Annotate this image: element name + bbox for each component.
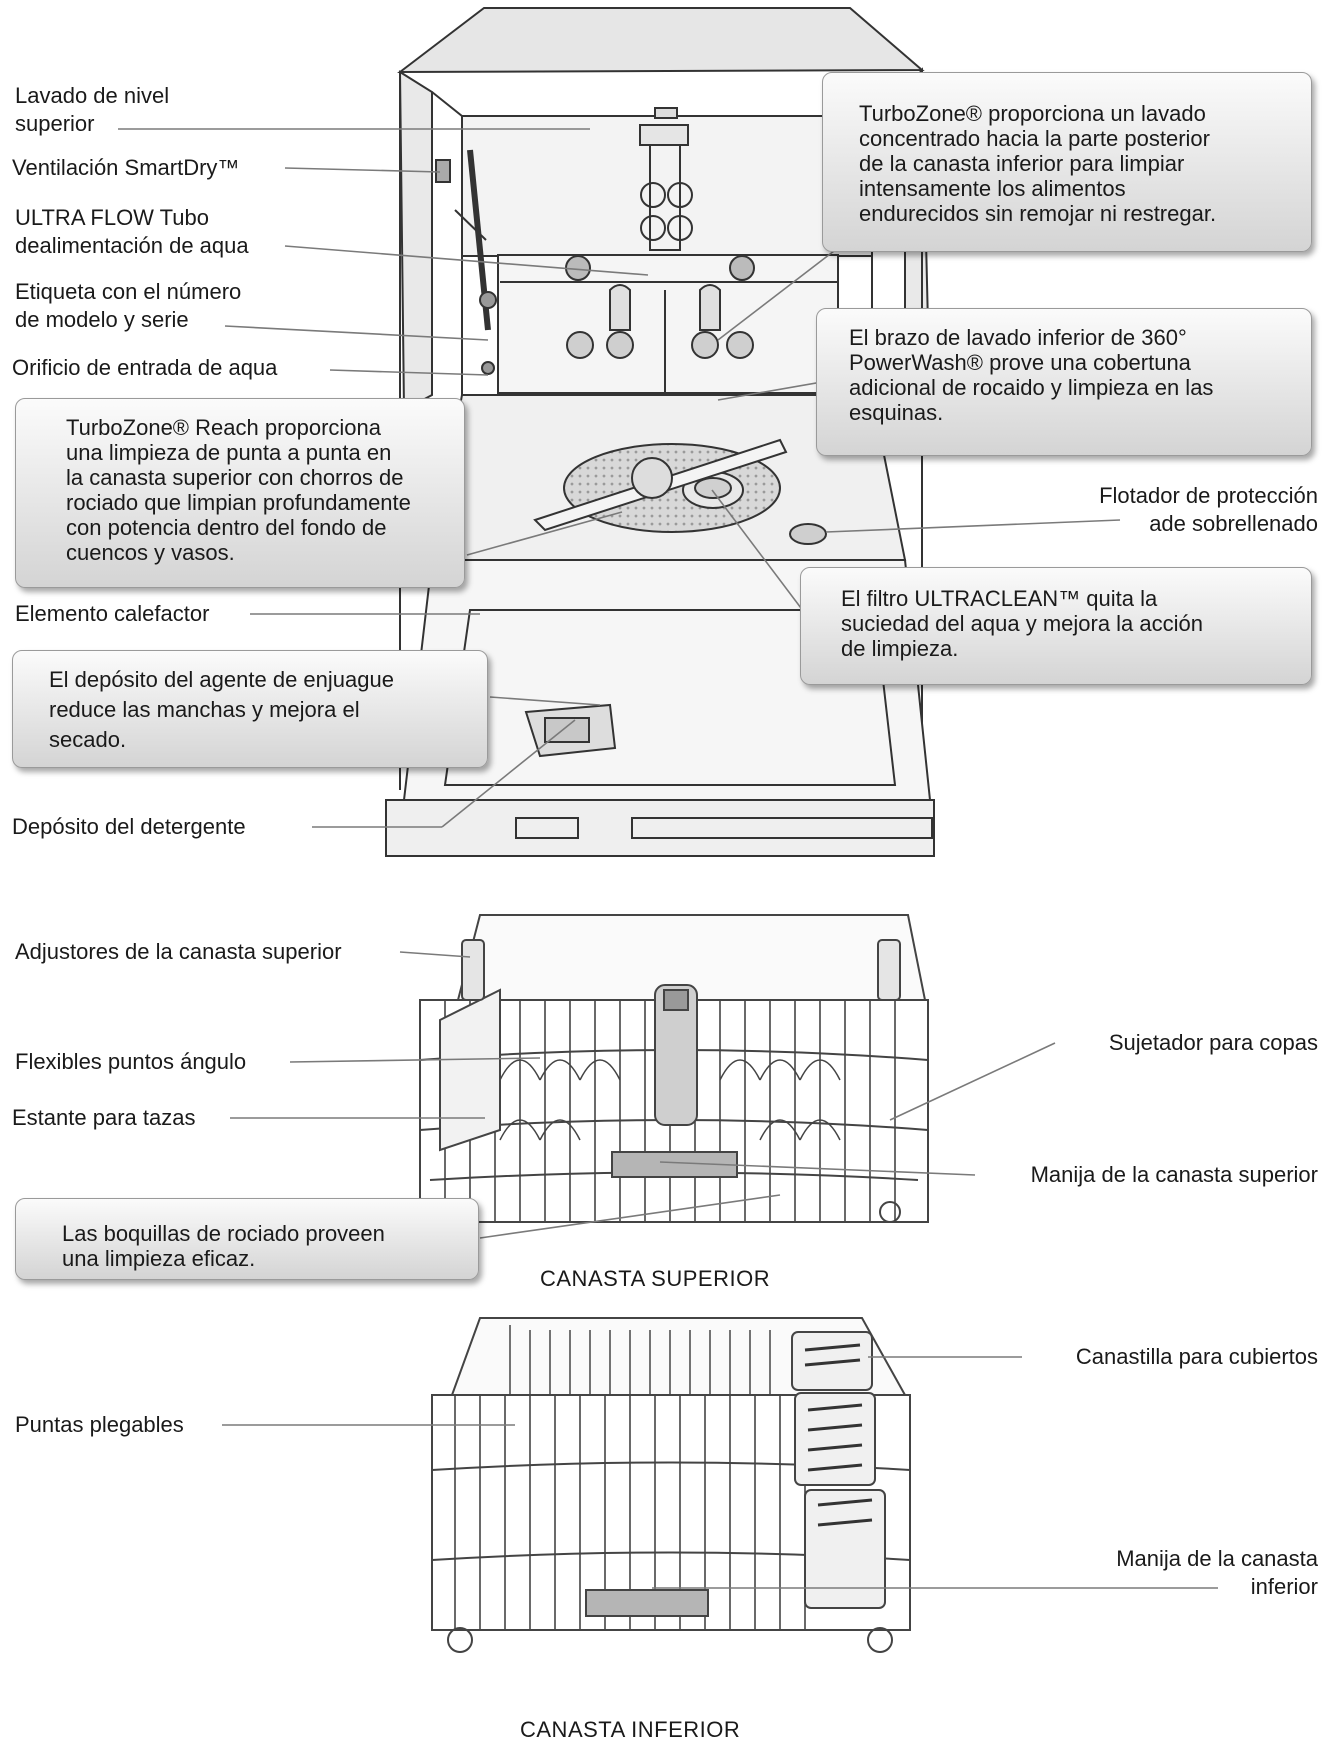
label-lavado-nivel-superior: Lavado de nivel superior [15, 83, 170, 136]
callout-boquillas: Las boquillas de rociado proveen una lim… [15, 1198, 479, 1280]
callout-brazo-lavado: El brazo de lavado inferior de 360° Powe… [816, 308, 1312, 456]
leader-lines [118, 128, 1218, 1589]
label-flotador: Flotador de protección ade sobrellenado [1099, 483, 1318, 536]
label-canastilla-cubiertos: Canastilla para cubiertos [1075, 1344, 1318, 1369]
label-ultra-flow-tubo: ULTRA FLOW Tubo dealimentación de aqua [15, 205, 249, 258]
upper-rack [419, 914, 929, 1223]
label-flexibles-puntos: Flexibles puntos ángulo [15, 1049, 247, 1074]
lower-rack [431, 1317, 911, 1653]
label-adjustores-canasta: Adjustores de la canasta superior [15, 939, 342, 964]
label-elemento-calefactor: Elemento calefactor [15, 601, 210, 626]
label-manija-superior: Manija de la canasta superior [1030, 1162, 1318, 1187]
callout-filtro-ultraclean: El filtro ULTRACLEAN™ quita la suciedad … [800, 567, 1312, 685]
caption-canasta-superior: CANASTA SUPERIOR [540, 1266, 771, 1291]
label-orificio-entrada: Orificio de entrada de aqua [12, 355, 278, 380]
label-puntas-plegables: Puntas plegables [15, 1412, 184, 1437]
callout-turbozone-reach: TurboZone® Reach proporciona una limpiez… [15, 398, 465, 588]
caption-canasta-inferior: CANASTA INFERIOR [520, 1717, 741, 1742]
callout-agente-enjuague: El depósito del agente de enjuague reduc… [12, 650, 488, 768]
label-estante-tazas: Estante para tazas [12, 1105, 196, 1130]
dishwasher-tub [385, 7, 935, 857]
callout-turbozone: TurboZone® proporciona un lavado concent… [822, 72, 1312, 252]
label-sujetador-copas: Sujetador para copas [1108, 1030, 1318, 1055]
label-ventilacion-smartdry: Ventilación SmartDry™ [12, 155, 240, 180]
label-manija-inferior: Manija de la canasta inferior [1116, 1546, 1318, 1599]
label-etiqueta-modelo: Etiqueta con el número de modelo y serie [15, 279, 242, 332]
label-deposito-detergente: Depósito del detergente [12, 814, 246, 839]
